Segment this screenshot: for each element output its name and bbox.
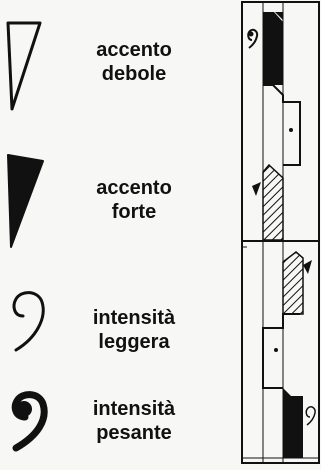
light-intensity-label-line2: leggera xyxy=(98,331,170,353)
upper-hatched-block xyxy=(262,163,284,241)
strong-accent-label: accento forte xyxy=(64,176,204,224)
light-intensity-label: intensità leggera xyxy=(64,306,204,354)
light-intensity-icon xyxy=(8,288,52,359)
heavy-intensity-icon xyxy=(9,390,53,457)
strong-accent-label-line2: forte xyxy=(111,201,157,223)
weak-accent-label: accento debole xyxy=(64,38,204,86)
heavy-intensity-label-line1: intensità xyxy=(92,398,176,420)
strong-accent-label-line1: accento xyxy=(96,177,172,199)
lower-hatched-block xyxy=(282,251,312,315)
notation-score xyxy=(240,0,321,470)
heavy-intensity-label: intensità pesante xyxy=(64,397,204,445)
lower-step-shape xyxy=(262,313,300,389)
strong-accent-icon xyxy=(5,153,45,254)
lower-filled-block xyxy=(283,388,303,458)
weak-accent-label-line1: accento xyxy=(96,39,172,61)
heavy-intensity-label-line2: pesante xyxy=(96,422,172,444)
upper-step-shape xyxy=(263,84,301,166)
lower-light-curl-symbol xyxy=(305,406,316,426)
light-intensity-label-line1: intensità xyxy=(92,307,176,329)
upper-bold-curl-symbol xyxy=(247,28,259,49)
upper-accent-symbol xyxy=(252,182,261,196)
score-frame xyxy=(241,1,320,464)
weak-accent-label-line2: debole xyxy=(101,63,167,85)
upper-filled-block xyxy=(263,12,283,85)
weak-accent-icon xyxy=(4,20,44,117)
